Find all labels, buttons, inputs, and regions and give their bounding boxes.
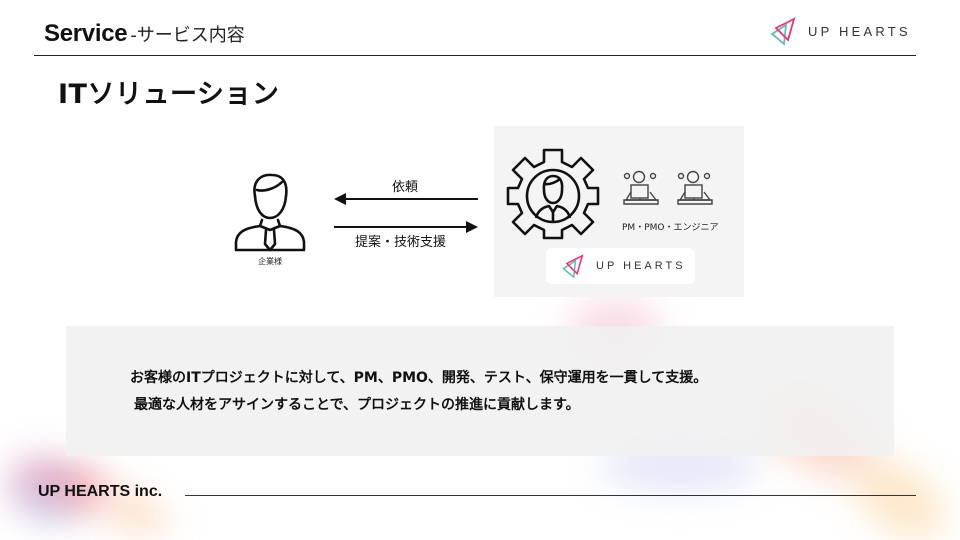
section-subtitle: -サービス内容 <box>130 25 245 46</box>
description-line: お客様のITプロジェクトに対して、PM、PMO、開発、テスト、保守運用を一貫して… <box>130 370 708 386</box>
businessman-icon <box>234 173 306 252</box>
triangle-logo-icon <box>770 17 796 46</box>
brand-name: UP HEARTS <box>808 23 911 39</box>
arrowhead-right-icon <box>466 221 478 233</box>
request-label: 依頼 <box>392 180 419 195</box>
workers-group <box>622 170 716 210</box>
request-arrow <box>334 193 478 205</box>
section-title: Service <box>44 20 128 47</box>
client-label: 企業様 <box>258 257 282 266</box>
arrowhead-left-icon <box>334 193 346 205</box>
section-header: Service -サービス内容 <box>44 20 245 52</box>
support-label: 提案・技術支援 <box>355 235 447 250</box>
footer-company: UP HEARTS inc. <box>38 483 163 500</box>
description-box: お客様のITプロジェクトに対して、PM、PMO、開発、テスト、保守運用を一貫して… <box>66 326 894 456</box>
panel-brand-logo: UP HEARTS <box>546 248 695 284</box>
decor-blob <box>841 446 959 540</box>
header-divider <box>34 55 916 56</box>
provider-panel: PM・PMO・エンジニア UP HEARTS <box>494 126 744 297</box>
gear-person-icon <box>506 148 600 240</box>
footer-divider <box>185 495 916 496</box>
client-figure: 企業様 <box>230 170 310 267</box>
engineer-at-desk-icon <box>623 170 659 205</box>
panel-brand-name: UP HEARTS <box>596 260 686 272</box>
support-arrow <box>334 221 478 233</box>
engineer-at-desk-icon <box>677 170 713 205</box>
description-line: 最適な人材をアサインすることで、プロジェクトの推進に貢献します。 <box>134 397 580 413</box>
workers-label: PM・PMO・エンジニア <box>622 223 719 233</box>
triangle-logo-icon <box>562 254 584 279</box>
page-title: ITソリューション <box>58 79 280 110</box>
brand-logo: UP HEARTS <box>768 16 911 46</box>
